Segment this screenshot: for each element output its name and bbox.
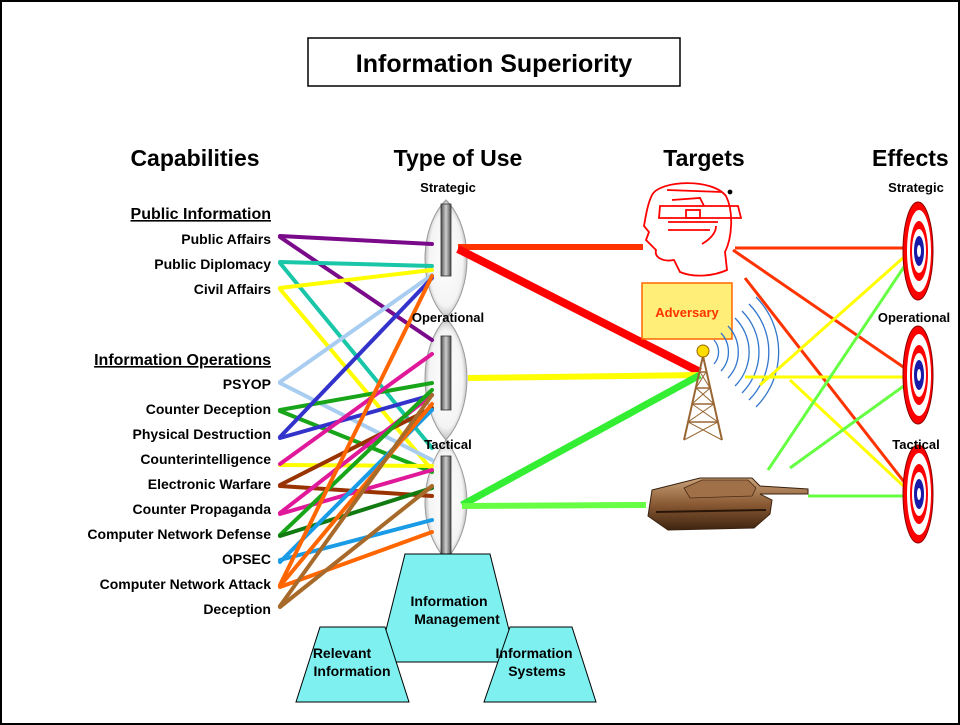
capability-label: Deception (203, 601, 271, 617)
information-systems-line1: Information (496, 645, 573, 661)
connector-line (278, 484, 434, 609)
connector-line (278, 388, 434, 537)
connector-line (278, 409, 434, 474)
effect-level-label: Tactical (892, 437, 939, 452)
information-systems-block: Information Systems (483, 626, 597, 703)
effect-level-label: Strategic (888, 180, 944, 195)
information-management-block: Information Management (377, 553, 518, 663)
connector-line (278, 352, 434, 466)
target-to-effect-connections (732, 246, 914, 498)
public-information-heading: Public Information (131, 206, 271, 223)
connector-line (278, 402, 434, 588)
use-to-target-connections (456, 244, 702, 509)
capability-label: OPSEC (222, 551, 271, 567)
capability-label: PSYOP (223, 376, 271, 392)
tank-icon (647, 477, 809, 531)
connector-line (278, 276, 434, 439)
capability-connections (278, 234, 434, 609)
radio-tower-icon (683, 296, 780, 441)
effect-level-label: Operational (878, 310, 950, 325)
capability-label: Public Affairs (181, 231, 271, 247)
connector-line (278, 260, 434, 268)
connector-line (278, 486, 434, 538)
capability-label: Counterintelligence (140, 451, 271, 467)
column-header-capabilities: Capabilities (130, 145, 259, 171)
use-level-label: Strategic (420, 180, 476, 195)
capability-label: Counter Propaganda (133, 501, 272, 517)
connector-line (278, 287, 434, 472)
connector-line (278, 381, 434, 412)
connector-line (278, 381, 434, 462)
capability-label: Public Diplomacy (154, 256, 271, 272)
connector-line (278, 268, 434, 290)
lens-strategic (424, 199, 468, 319)
relevant-information-line2: Information (314, 663, 391, 679)
capability-label: Civil Affairs (194, 281, 271, 297)
connector-line (461, 502, 647, 509)
connector-line (467, 372, 701, 381)
information-operations-heading: Information Operations (94, 352, 271, 369)
relevant-information-block: Relevant Information (295, 626, 410, 703)
connector-line (743, 277, 914, 493)
information-systems-line2: Systems (508, 663, 566, 679)
connector-line (278, 406, 434, 487)
column-header-type-of-use: Type of Use (394, 145, 523, 171)
information-management-line2: Management (414, 611, 500, 627)
relevant-information-line1: Relevant (313, 645, 372, 661)
column-header-targets: Targets (663, 145, 744, 171)
effect-target-operational (902, 325, 934, 425)
connector-line (788, 378, 914, 496)
information-management-line1: Information (411, 593, 488, 609)
adversary-label: Adversary (655, 305, 719, 320)
connector-line (278, 274, 434, 587)
use-level-label: Tactical (424, 437, 471, 452)
connector-line (460, 371, 702, 509)
capability-label: Computer Network Defense (87, 526, 271, 542)
effect-target-strategic (902, 201, 934, 301)
use-level-label: Operational (412, 310, 484, 325)
lens-operational (424, 317, 468, 441)
capability-label: Electronic Warfare (148, 476, 271, 492)
connector-line (278, 234, 434, 246)
connector-line (456, 245, 702, 376)
connector-line (278, 463, 434, 468)
title-box (307, 37, 681, 87)
connector-line (732, 248, 913, 375)
connector-line (278, 393, 434, 608)
capability-label: Physical Destruction (133, 426, 272, 442)
capability-label: Counter Deception (146, 401, 271, 417)
connector-line (766, 254, 914, 471)
connector-line (278, 530, 434, 589)
effect-target-tactical (902, 444, 934, 544)
connector-line (759, 248, 913, 387)
page-title: Information Superiority (356, 50, 633, 78)
capability-label: Computer Network Attack (100, 576, 272, 592)
column-header-effects: Effects (872, 145, 949, 171)
connector-line (278, 273, 434, 384)
adversary-label-box: Adversary (641, 282, 733, 340)
connector-line (278, 393, 434, 440)
connector-line (278, 235, 434, 342)
connector-line (789, 378, 913, 470)
adversary-head-icon (643, 182, 743, 277)
